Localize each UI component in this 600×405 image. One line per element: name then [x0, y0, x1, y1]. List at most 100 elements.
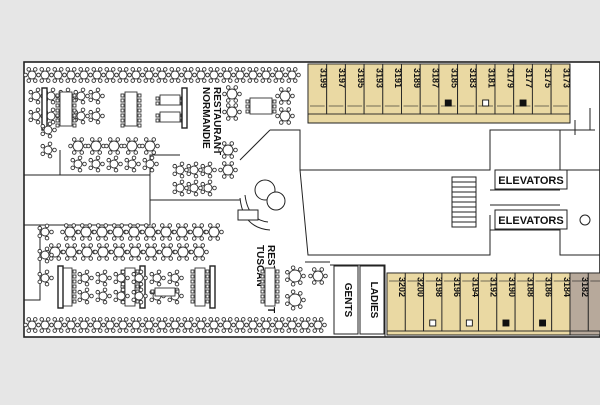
round-table [270, 317, 288, 333]
stateroom-number: 3191 [393, 68, 403, 88]
stateroom-3179[interactable]: 3179 [494, 63, 515, 115]
booth-seating [209, 265, 216, 309]
booth-seating [57, 265, 64, 309]
stateroom-number: 3186 [544, 277, 554, 297]
round-table [131, 269, 148, 287]
stateroom-3182[interactable]: 3182 [569, 272, 590, 332]
round-table [222, 103, 242, 121]
round-table [186, 161, 203, 179]
stateroom-number: 3195 [356, 68, 366, 88]
elevator-lower[interactable]: ELEVATORS [494, 209, 591, 230]
stateroom-3198[interactable]: 3198 [423, 272, 444, 332]
stateroom-3186[interactable]: 3186 [532, 272, 554, 332]
stateroom-3173[interactable]: 3173 [550, 63, 571, 115]
stateroom-3200[interactable]: 3200 [404, 272, 425, 332]
stateroom-3180[interactable]: 3180 [587, 272, 600, 332]
stateroom-3193[interactable]: 3193 [363, 63, 384, 115]
rect-table [260, 267, 280, 307]
round-table [257, 317, 275, 333]
rect-table [150, 287, 180, 297]
stateroom-3197[interactable]: 3197 [326, 63, 347, 115]
ladies-label: LADIES [368, 282, 379, 319]
stateroom-number: 3184 [562, 277, 572, 297]
round-table [28, 87, 45, 105]
round-table [285, 265, 306, 287]
round-table [88, 317, 106, 333]
round-table [140, 67, 158, 83]
round-table [92, 223, 112, 241]
stateroom-3195[interactable]: 3195 [344, 63, 366, 115]
round-table [140, 137, 160, 155]
tuscan-label-line1: TUSCAN [254, 245, 265, 287]
gents-restroom[interactable]: GENTS [333, 265, 359, 335]
round-table [124, 155, 141, 173]
stateroom-3196[interactable]: 3196 [441, 272, 462, 332]
round-table [37, 269, 54, 287]
round-table [88, 87, 105, 105]
normandie-label-line2: RESTAURANT [211, 87, 222, 155]
stateroom-number: 3200 [415, 277, 425, 297]
round-table [122, 137, 142, 155]
stateroom-3181[interactable]: 3181 [475, 63, 497, 115]
rect-table [55, 91, 77, 128]
rect-table [190, 267, 210, 307]
elevators-lower-label: ELEVATORS [498, 215, 563, 227]
normandie-restaurant-label[interactable]: NORMANDIE RESTAURANT [200, 87, 222, 155]
round-table [172, 161, 189, 179]
stateroom-number: 3194 [470, 277, 480, 297]
stateroom-number: 3177 [524, 68, 534, 88]
round-table [275, 107, 295, 125]
round-table [37, 223, 54, 241]
round-table [131, 287, 148, 305]
booth-seating [181, 87, 188, 129]
accessible-marker-icon [502, 319, 510, 327]
stateroom-3188[interactable]: 3188 [514, 272, 535, 332]
stateroom-3194[interactable]: 3194 [459, 272, 480, 332]
round-table [114, 67, 132, 83]
stateroom-3190[interactable]: 3190 [496, 272, 517, 332]
stateroom-3184[interactable]: 3184 [551, 272, 572, 332]
connecting-marker-icon [482, 99, 490, 107]
round-table [189, 243, 209, 261]
stateroom-number: 3198 [434, 277, 444, 297]
stateroom-3191[interactable]: 3191 [382, 63, 403, 115]
round-table [114, 317, 132, 333]
stateroom-3202[interactable]: 3202 [386, 272, 407, 332]
stateroom-number: 3188 [525, 277, 535, 297]
stateroom-3175[interactable]: 3175 [531, 63, 553, 115]
round-table [275, 87, 295, 105]
round-table [167, 269, 184, 287]
round-table [124, 223, 144, 241]
stateroom-3199[interactable]: 3199 [307, 63, 328, 115]
round-table [37, 246, 54, 264]
round-table [68, 137, 88, 155]
stateroom-number: 3179 [505, 68, 515, 88]
stairwell [451, 176, 477, 228]
stateroom-3187[interactable]: 3187 [419, 63, 441, 115]
round-table [156, 223, 176, 241]
elevator-upper[interactable]: ELEVATORS [494, 169, 568, 190]
stateroom-number: 3192 [489, 277, 499, 297]
round-table [77, 287, 94, 305]
round-table [188, 223, 208, 241]
ladies-restroom[interactable]: LADIES [359, 265, 385, 335]
round-table [106, 155, 123, 173]
accessible-marker-icon [444, 99, 452, 107]
round-table [308, 267, 328, 285]
stateroom-3183[interactable]: 3183 [457, 63, 478, 115]
stateroom-number: 3182 [580, 277, 590, 297]
stateroom-3189[interactable]: 3189 [401, 63, 422, 115]
round-table [200, 179, 217, 197]
stateroom-number: 3189 [412, 68, 422, 88]
round-table [127, 317, 145, 333]
round-table [40, 141, 57, 159]
stateroom-3185[interactable]: 3185 [438, 63, 459, 115]
stateroom-3192[interactable]: 3192 [478, 272, 499, 332]
normandie-label-line1: NORMANDIE [200, 87, 211, 149]
stateroom-3177[interactable]: 3177 [513, 63, 534, 115]
atrium-spiral [237, 179, 286, 231]
